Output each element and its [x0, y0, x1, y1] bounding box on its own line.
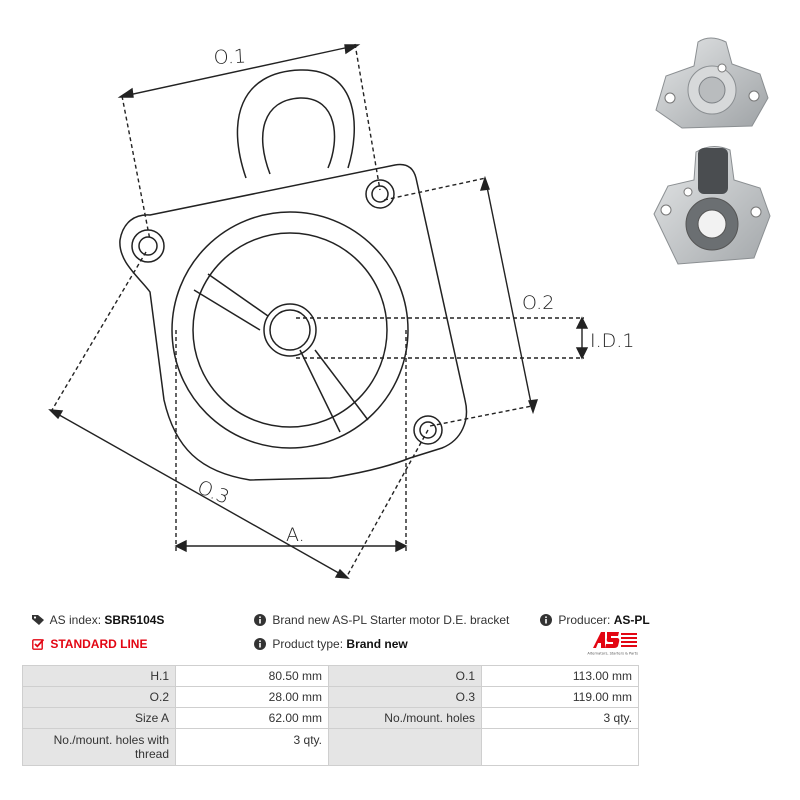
- product-line-badge: Standard line: [32, 637, 147, 651]
- mount-hole-top-right: [365, 179, 395, 209]
- spec-value: 28.00 mm: [175, 686, 329, 708]
- table-row: No./mount. holes with thread 3 qty.: [22, 728, 639, 766]
- producer-label: Producer:: [558, 613, 611, 627]
- as-index-value: SBR5104S: [104, 613, 165, 627]
- producer: Producer: AS-PL: [540, 613, 650, 627]
- spec-value: 62.00 mm: [175, 707, 329, 729]
- mount-hole-left: [131, 229, 165, 263]
- checkbox-icon: [32, 638, 44, 650]
- spec-value: 3 qty.: [175, 728, 329, 766]
- dim-label-id1: I.D.1: [590, 330, 634, 352]
- mount-hole-bottom-right: [413, 415, 443, 445]
- spec-label: [328, 728, 482, 766]
- shaft-bore-outer: [263, 303, 317, 357]
- spec-value: 119.00 mm: [481, 686, 639, 708]
- spec-label: O.2: [22, 686, 176, 708]
- info-icon: [254, 614, 266, 626]
- shaft-bore-inner: [269, 309, 311, 351]
- info-icon: [540, 614, 552, 626]
- spec-label: No./mount. holes: [328, 707, 482, 729]
- product-photo-front: [655, 37, 769, 129]
- as-index-label: AS index:: [49, 613, 102, 627]
- tag-icon: [32, 615, 44, 625]
- spec-value: 80.50 mm: [175, 665, 329, 687]
- spec-label: H.1: [22, 665, 176, 687]
- spec-label: O.1: [328, 665, 482, 687]
- info-icon: [254, 638, 266, 650]
- spec-label: No./mount. holes with thread: [22, 728, 176, 766]
- spec-value: 3 qty.: [481, 707, 639, 729]
- bracket-top-ear: [236, 69, 356, 179]
- producer-value: AS-PL: [613, 613, 650, 627]
- product-line-text: Standard line: [50, 637, 148, 651]
- logo-tagline: Alternators, Starters & Parts: [587, 652, 638, 656]
- product-type-label: Product type:: [272, 637, 344, 651]
- main-bore-inner: [192, 232, 388, 428]
- bracket-ear-hole: [262, 97, 336, 175]
- product-description-text: Brand new AS-PL Starter motor D.E. brack…: [272, 613, 510, 627]
- bracket-flange: [119, 163, 468, 481]
- technical-drawing: O.1 O.2 I.D.1 O.3 A.: [48, 43, 634, 579]
- dim-label-o3: O.3: [194, 476, 232, 509]
- spec-value: 113.00 mm: [481, 665, 639, 687]
- as-pl-logo: Alternators, Starters & Parts: [587, 632, 638, 656]
- table-row: O.2 28.00 mm O.3 119.00 mm: [22, 686, 639, 708]
- as-index: AS index: SBR5104S: [32, 613, 164, 627]
- spec-label: O.3: [328, 686, 482, 708]
- product-type-value: Brand new: [346, 637, 408, 651]
- table-row: Size A 62.00 mm No./mount. holes 3 qty.: [22, 707, 639, 729]
- product-type: Product type: Brand new: [254, 637, 408, 651]
- dim-label-o2: O.2: [522, 292, 554, 314]
- table-row: H.1 80.50 mm O.1 113.00 mm: [22, 665, 639, 687]
- main-bore-outer: [171, 211, 409, 449]
- spec-label: Size A: [22, 707, 176, 729]
- specs-table: H.1 80.50 mm O.1 113.00 mm O.2 28.00 mm …: [22, 665, 639, 766]
- spec-value: [481, 728, 639, 766]
- product-photo-rear: [653, 146, 771, 265]
- product-description: Brand new AS-PL Starter motor D.E. brack…: [254, 613, 509, 627]
- dim-label-o1: O.1: [213, 45, 246, 69]
- dim-label-a: A.: [286, 524, 305, 546]
